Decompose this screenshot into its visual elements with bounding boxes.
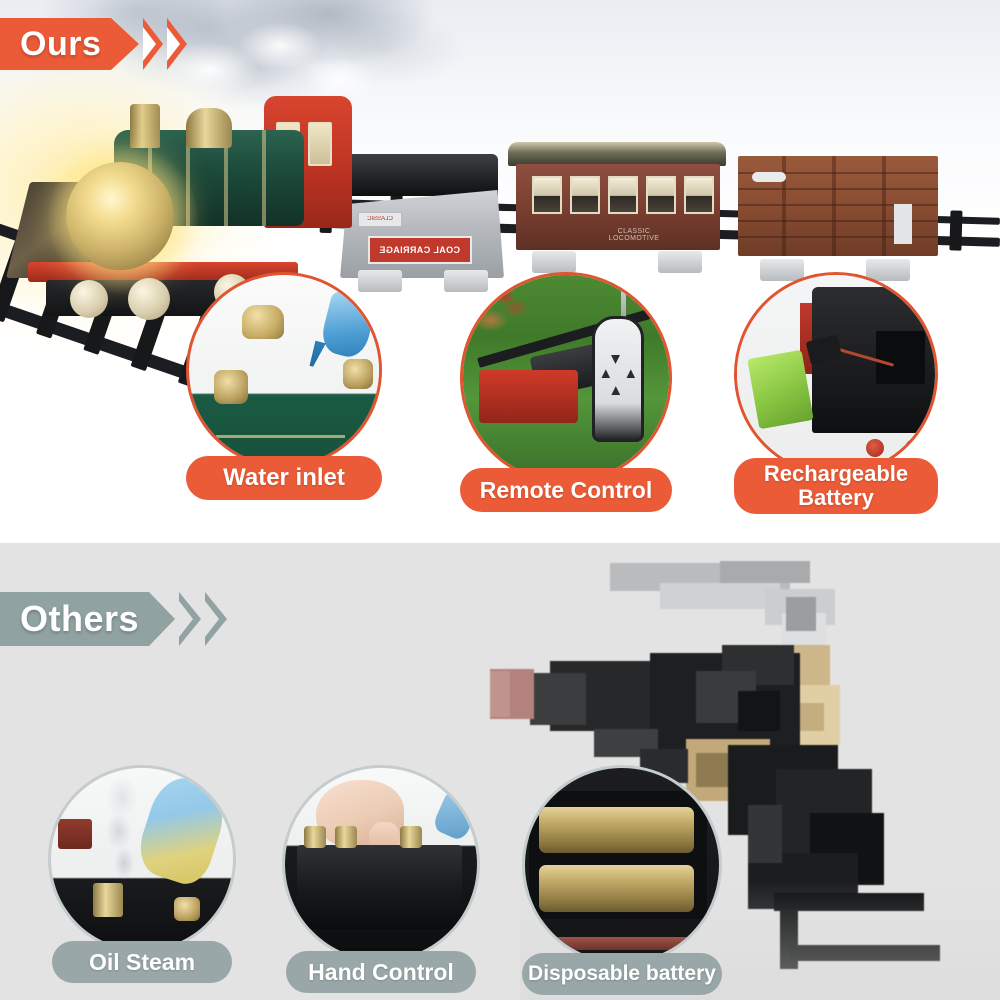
passenger-truck-rear — [658, 251, 702, 273]
ours-banner-arrow-tip — [111, 18, 140, 70]
hand-control-photo — [282, 765, 480, 963]
freight-car-door — [894, 204, 912, 244]
passenger-car-body: CLASSIC LOCOMOTIVE — [516, 164, 720, 250]
ours-panel: CLASSIC LOCOMOTIVE CLASSIC COAL CARRIAGE — [0, 0, 1000, 543]
white-smoke-plume — [94, 775, 150, 889]
brass-fitting-2 — [334, 825, 357, 848]
others-panel: Others Oil Steam — [0, 543, 1000, 1000]
others-banner-body: Others — [0, 592, 150, 646]
oil-steam-label-pill[interactable]: Oil Steam — [52, 941, 232, 983]
coal-carriage-tag: CLASSIC — [358, 212, 402, 227]
others-chevron-icon-2 — [205, 592, 228, 646]
railway-sign-prop — [58, 818, 93, 849]
battery-cavity — [876, 330, 926, 384]
water-inlet-label-pill[interactable]: Water inlet — [186, 456, 382, 500]
freight-car — [738, 152, 958, 287]
passenger-car: CLASSIC LOCOMOTIVE — [508, 142, 738, 287]
passenger-car-lettering: CLASSIC LOCOMOTIVE — [608, 228, 660, 242]
blue-dropper-bottle — [318, 289, 379, 361]
others-banner: Others — [0, 592, 228, 646]
brass-funnel — [92, 883, 123, 918]
callout-hand-control[interactable]: Hand Control — [282, 765, 480, 993]
locomotive-chimney — [130, 104, 160, 148]
water-port-left — [213, 370, 248, 404]
brass-fitting-1 — [304, 825, 327, 848]
ours-banner: Ours — [0, 18, 188, 70]
disposable-battery-photo — [522, 765, 722, 965]
ours-banner-body: Ours — [0, 18, 112, 70]
callout-water-inlet[interactable]: Water inlet — [186, 272, 382, 510]
passenger-truck-front — [532, 251, 576, 273]
remote-control-photo — [460, 272, 672, 484]
callout-rechargeable-battery[interactable]: Rechargeable Battery — [734, 272, 938, 514]
freight-car-body — [738, 156, 938, 256]
ours-banner-label: Ours — [20, 24, 102, 63]
oil-steam-photo — [48, 765, 236, 953]
chassis-wheel-1 — [865, 439, 884, 458]
brass-valve-icon — [242, 305, 285, 340]
coal-heap — [346, 154, 498, 196]
disposable-battery-label: Disposable battery — [528, 961, 716, 985]
remote-control-label: Remote Control — [479, 476, 653, 503]
brass-dome-prop — [174, 896, 201, 921]
water-port-right — [343, 358, 374, 389]
brass-fitting-3 — [400, 825, 423, 848]
remote-controller — [592, 316, 645, 442]
black-locomotive-body — [296, 844, 462, 930]
loco-wheel-front — [70, 280, 108, 318]
tray-red-strip — [532, 936, 700, 951]
locomotive-headlamp-face — [66, 162, 174, 270]
grass-locomotive — [479, 369, 579, 424]
aa-battery-2 — [538, 865, 694, 912]
remote-control-label-pill[interactable]: Remote Control — [460, 468, 672, 512]
ours-chevron-icon-1 — [143, 18, 164, 70]
boiler-pipe — [215, 435, 345, 439]
rechargeable-battery-label: Rechargeable Battery — [763, 461, 909, 510]
hand-control-label: Hand Control — [308, 958, 454, 985]
locomotive-steam-dome — [186, 108, 232, 148]
oil-steam-label: Oil Steam — [88, 948, 196, 975]
ours-chevron-icon-2 — [167, 18, 188, 70]
hand-control-label-pill[interactable]: Hand Control — [286, 951, 476, 993]
water-inlet-photo — [186, 272, 382, 468]
water-inlet-label: Water inlet — [223, 464, 345, 492]
coal-carriage-plate: COAL CARRIAGE — [368, 236, 472, 264]
disposable-battery-label-pill[interactable]: Disposable battery — [522, 953, 722, 995]
others-banner-arrow-tip — [149, 592, 176, 646]
aa-battery-1 — [538, 806, 694, 854]
coal-carriage-body — [340, 190, 504, 278]
callout-remote-control[interactable]: Remote Control — [460, 272, 672, 512]
coal-carriage: CLASSIC COAL CARRIAGE — [340, 150, 510, 300]
chassis-wheel-2 — [905, 439, 924, 458]
rechargeable-battery-photo — [734, 272, 938, 476]
others-chevron-icon-1 — [179, 592, 202, 646]
callout-oil-steam[interactable]: Oil Steam — [48, 765, 236, 987]
others-banner-label: Others — [20, 598, 140, 639]
blue-bottle-prop — [430, 785, 477, 843]
scenery-foliage — [467, 283, 546, 346]
loco-wheel-mid — [128, 278, 170, 320]
passenger-car-roof — [508, 142, 726, 166]
rechargeable-battery-label-pill[interactable]: Rechargeable Battery — [734, 458, 938, 514]
callout-disposable-battery[interactable]: Disposable battery — [522, 765, 722, 995]
others-train-illustration-pixelated — [490, 553, 1000, 993]
remote-antenna-icon — [620, 279, 626, 325]
freight-car-badge — [752, 172, 786, 182]
